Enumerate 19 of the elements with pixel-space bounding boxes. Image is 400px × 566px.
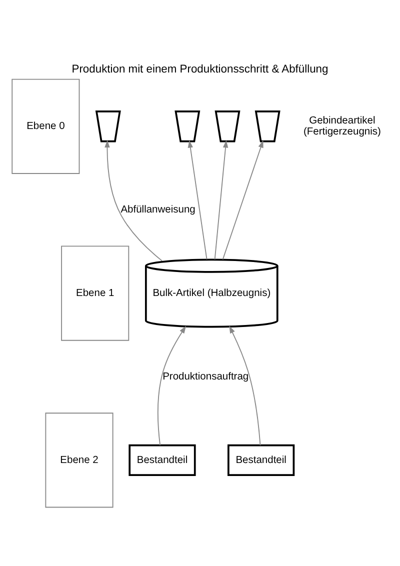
node-box: Ebene 1 [61, 245, 130, 340]
edge-label: Produktionsauftrag [162, 370, 249, 382]
node-trapezium [174, 110, 200, 142]
node-box: Ebene 0 [12, 78, 80, 174]
arrow [214, 140, 228, 260]
node-box: Ebene 2 [45, 412, 114, 508]
node-box: Bestandteil [128, 444, 196, 476]
arrow [229, 325, 261, 446]
edge-label: Abfüllanweisung [120, 204, 196, 215]
diagram-title: Produktion mit einem Produktionsschritt & Abfüllung [72, 62, 328, 75]
label: Gebindeartikel (Fertigerzeugnis) [303, 114, 381, 138]
node-trapezium [214, 110, 240, 142]
arrow [222, 140, 264, 260]
arrow [104, 140, 162, 261]
arrow [188, 140, 208, 260]
node-trapezium [254, 110, 280, 142]
node-trapezium [95, 110, 121, 142]
arrow [158, 325, 186, 446]
node-box: Bestandteil [228, 444, 295, 476]
